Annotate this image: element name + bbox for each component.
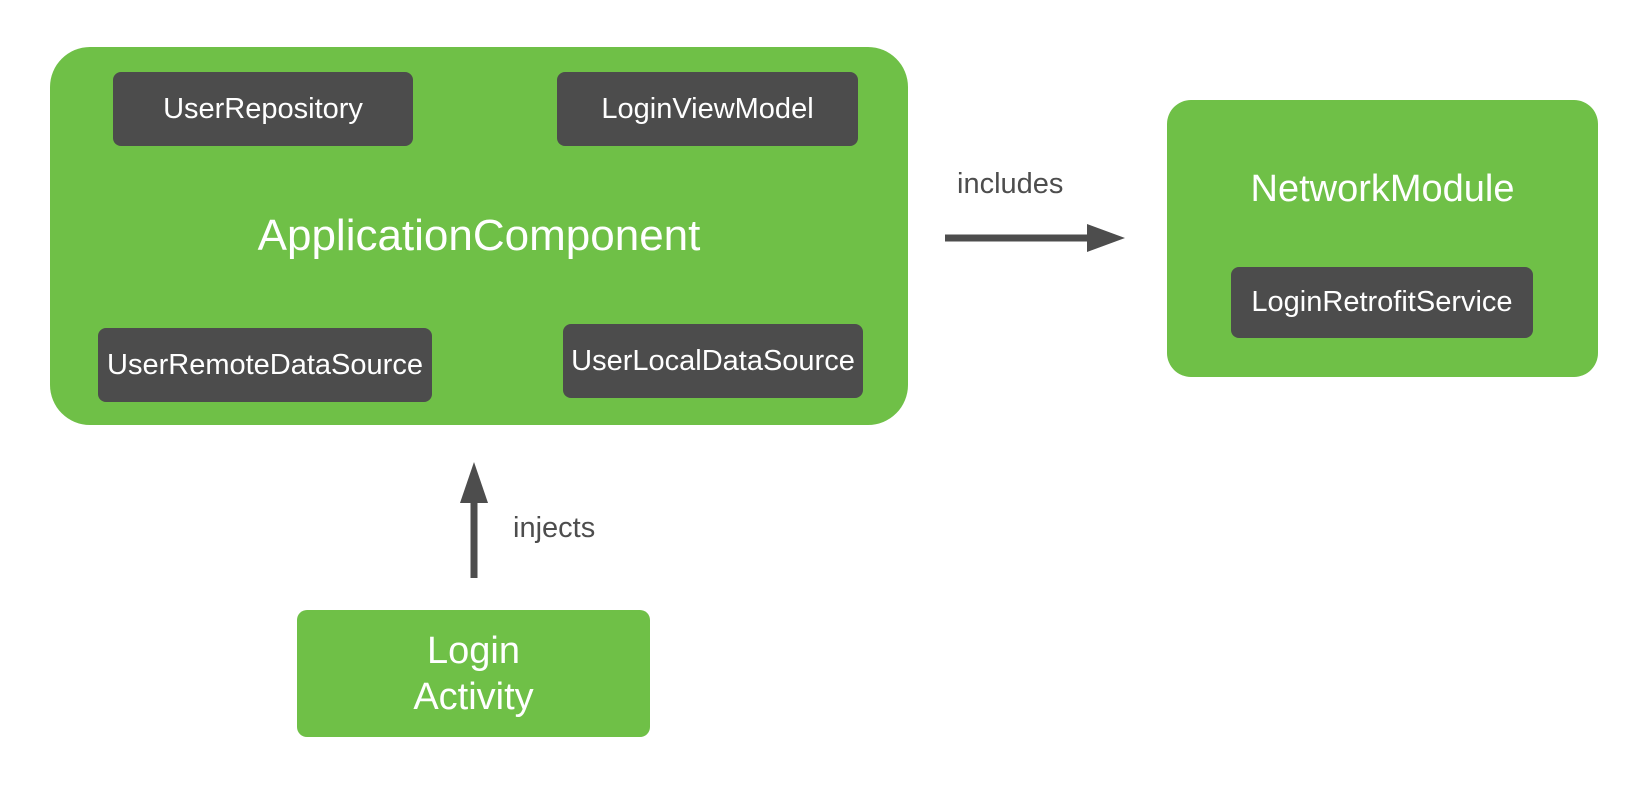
- network-module-title: NetworkModule: [1250, 168, 1515, 210]
- arrow-head: [460, 462, 488, 503]
- user-repository-label: UserRepository: [163, 92, 363, 125]
- user-remote-data-source-node: UserRemoteDataSource: [98, 328, 432, 402]
- login-view-model-node: LoginViewModel: [557, 72, 858, 146]
- user-local-data-source-node: UserLocalDataSource: [563, 324, 863, 398]
- includes-edge-label: includes: [957, 168, 1064, 200]
- user-local-data-source-label: UserLocalDataSource: [571, 344, 855, 377]
- login-activity-box: Login Activity: [297, 610, 650, 737]
- user-remote-data-source-label: UserRemoteDataSource: [107, 348, 423, 381]
- application-component-title: ApplicationComponent: [257, 211, 701, 260]
- login-retrofit-service-node: LoginRetrofitService: [1231, 267, 1533, 338]
- login-activity-label-line1: Login: [427, 629, 520, 672]
- injects-edge-label: injects: [513, 512, 596, 544]
- arrow-head: [1087, 224, 1125, 252]
- arrow-up-icon: [460, 462, 488, 578]
- arrow-right-icon: [945, 224, 1125, 252]
- login-view-model-label: LoginViewModel: [601, 92, 814, 125]
- network-module-box: NetworkModule LoginRetrofitService: [1167, 100, 1598, 377]
- login-activity-label-line2: Activity: [413, 675, 534, 718]
- application-component-box: UserRepository LoginViewModel Applicatio…: [50, 47, 908, 425]
- login-retrofit-service-label: LoginRetrofitService: [1251, 286, 1513, 318]
- user-repository-node: UserRepository: [113, 72, 413, 146]
